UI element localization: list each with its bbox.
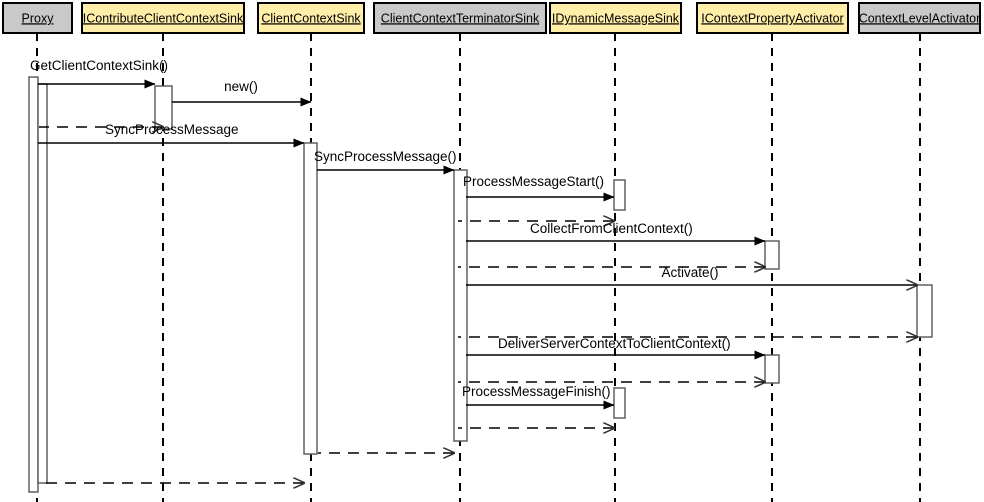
participant-client-context-terminator-sink[interactable]: ClientContextTerminatorSink xyxy=(373,2,547,34)
activation-bar-context-level-activator xyxy=(916,284,933,338)
participant-label-client-context-terminator-sink: ClientContextTerminatorSink xyxy=(381,11,540,25)
participant-box-icontext-property-activator xyxy=(696,2,849,34)
activation-bar-proxy xyxy=(37,83,48,484)
activation-bar-proxy xyxy=(28,76,39,493)
participant-box-proxy xyxy=(2,2,73,34)
msg-process-message-start-label: ProcessMessageStart() xyxy=(463,174,604,189)
participant-box-client-context-sink xyxy=(257,2,365,34)
msg-sync-process-message-paren-label: SyncProcessMessage() xyxy=(314,149,457,164)
participant-idynamic-message-sink[interactable]: IDynamicMessageSink xyxy=(549,2,682,34)
participant-context-level-activator[interactable]: ContextLevelActivator xyxy=(858,2,981,34)
participant-label-idynamic-message-sink: IDynamicMessageSink xyxy=(552,11,680,25)
activation-bar-icontext-property-activator xyxy=(764,354,780,384)
msg-activate-label: Activate() xyxy=(661,265,718,280)
participant-icontext-property-activator[interactable]: IContextPropertyActivator xyxy=(696,2,849,34)
msg-deliver-server-context-to-client-context-label: DeliverServerContextToClientContext() xyxy=(498,336,731,351)
participant-label-proxy: Proxy xyxy=(22,11,55,25)
msg-collect-from-client-context-label: CollectFromClientContext() xyxy=(530,221,693,236)
msg-process-message-finish-label: ProcessMessageFinish() xyxy=(462,384,611,399)
msg-new-label: new() xyxy=(224,79,258,94)
participant-box-context-level-activator xyxy=(858,2,981,34)
activation-bar-client-context-sink xyxy=(303,142,318,455)
participant-headers-layer: Proxy IContributeClientContextSink ClientC… xyxy=(2,2,981,34)
participant-label-client-context-sink: ClientContextSink xyxy=(261,11,361,25)
participant-label-context-level-activator: ContextLevelActivator xyxy=(859,11,981,25)
participant-icontribute-client-context-sink[interactable]: IContributeClientContextSink xyxy=(81,2,245,34)
participant-box-idynamic-message-sink xyxy=(549,2,682,34)
participant-proxy[interactable]: Proxy xyxy=(2,2,73,34)
participant-box-icontribute-client-context-sink xyxy=(81,2,245,34)
msg-get-client-context-sink-label: GetClientContextSink() xyxy=(30,58,168,73)
activation-bar-client-context-terminator-sink xyxy=(453,169,468,442)
messages-layer: GetClientContextSink() new() SyncProcessMe… xyxy=(30,58,917,483)
activations-layer xyxy=(28,76,933,493)
participant-box-client-context-terminator-sink xyxy=(373,2,547,34)
activation-bar-idynamic-message-sink xyxy=(613,179,626,211)
participant-client-context-sink[interactable]: ClientContextSink xyxy=(257,2,365,34)
activation-bar-idynamic-message-sink xyxy=(613,387,626,419)
msg-sync-process-message-label: SyncProcessMessage xyxy=(105,122,239,137)
participant-label-icontext-property-activator: IContextPropertyActivator xyxy=(701,11,843,25)
activation-bar-icontext-property-activator xyxy=(764,240,780,270)
participant-label-icontribute-client-context-sink: IContributeClientContextSink xyxy=(83,11,244,25)
